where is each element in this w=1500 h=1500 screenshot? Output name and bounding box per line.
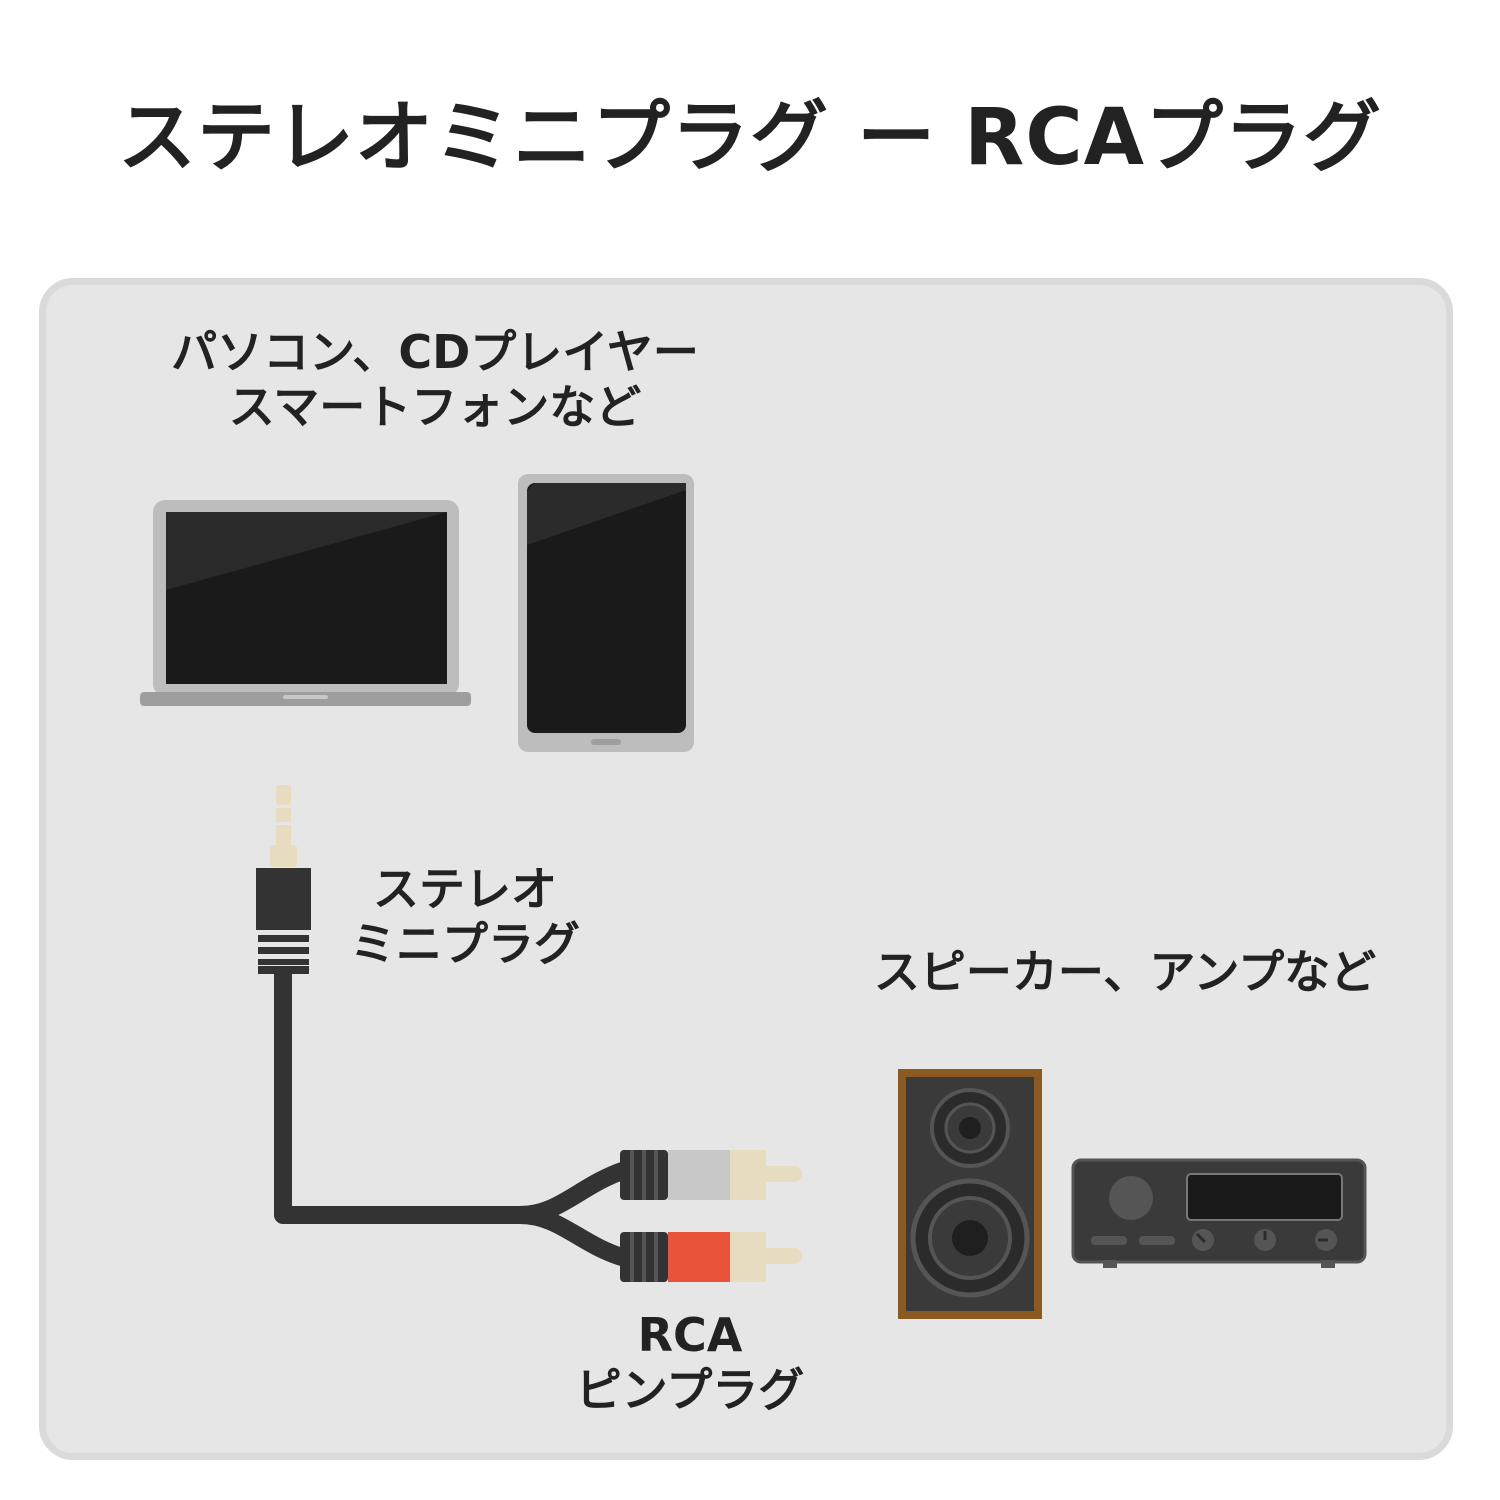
mini-plug-label-line2: ミニプラグ bbox=[350, 917, 580, 972]
source-devices-label: パソコン、CDプレイヤー スマートフォンなど bbox=[110, 325, 760, 435]
laptop-icon bbox=[140, 500, 471, 706]
rca-plug-icon bbox=[620, 1150, 802, 1282]
speaker-icon bbox=[898, 1069, 1042, 1319]
rca-label-line2: ピンプラグ bbox=[575, 1363, 805, 1418]
output-devices-label: スピーカー、アンプなど bbox=[830, 945, 1420, 1000]
mini-plug-label-line1: ステレオ bbox=[373, 862, 557, 916]
rca-plug-label: RCA ピンプラグ bbox=[540, 1308, 840, 1418]
tablet-icon bbox=[518, 474, 694, 752]
output-label-line1: スピーカー、アンプなど bbox=[873, 945, 1377, 999]
amplifier-icon bbox=[1071, 1158, 1367, 1268]
rca-label-line1: RCA bbox=[637, 1308, 743, 1362]
source-label-line1: パソコン、CDプレイヤー bbox=[171, 325, 699, 379]
stereo-mini-plug-icon bbox=[256, 785, 311, 974]
cable bbox=[274, 974, 629, 1267]
rca-red-plug bbox=[620, 1232, 802, 1282]
page-title: ステレオミニプラグ ー RCAプラグ bbox=[118, 93, 1382, 183]
source-label-line2: スマートフォンなど bbox=[228, 380, 642, 435]
rca-white-plug bbox=[620, 1150, 802, 1200]
mini-plug-label: ステレオ ミニプラグ bbox=[315, 862, 615, 972]
